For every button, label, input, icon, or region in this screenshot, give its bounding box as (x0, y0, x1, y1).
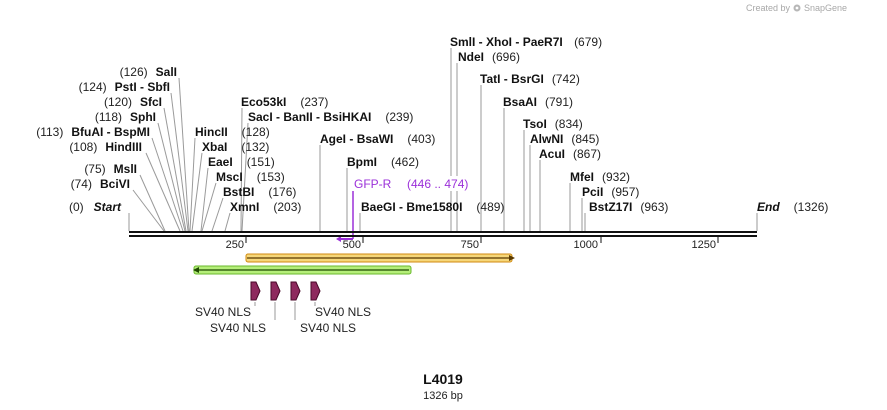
site-label[interactable]: AcuI(867) (539, 147, 601, 161)
nls-arrow-icon (310, 281, 321, 301)
site-label[interactable]: TatI - BsrGI(742) (480, 72, 580, 86)
nls-arrow-icon (290, 281, 301, 301)
ruler-tick: 1250 (692, 239, 716, 251)
site-label[interactable]: TsoI(834) (523, 117, 583, 131)
orange-feature-bar[interactable] (245, 253, 515, 263)
primer-range: (446 .. 474) (407, 177, 468, 191)
start-label[interactable]: (0)Start (69, 200, 122, 214)
nls-arrow-icon (250, 281, 261, 301)
site-label[interactable]: (74)BciVI (71, 177, 130, 191)
nls-arrow-icon (270, 281, 281, 301)
site-label[interactable]: (75)MslI (84, 162, 137, 176)
snapgene-logo-icon (793, 4, 801, 12)
site-label[interactable]: SmlI - XhoI - PaeR7I (679) (450, 35, 602, 49)
site-label[interactable]: Eco53kI(237) (241, 95, 328, 109)
site-label[interactable]: XbaI(132) (202, 140, 269, 154)
feature-label[interactable]: SV40 NLS (300, 321, 356, 335)
site-label[interactable]: EaeI(151) (208, 155, 275, 169)
site-label[interactable]: MscI(153) (216, 170, 285, 184)
site-label[interactable]: (108)HindIII (69, 140, 142, 154)
site-label[interactable]: XmnI(203) (230, 200, 301, 214)
ruler-tick: 250 (226, 239, 244, 251)
site-label[interactable]: HincII(128) (195, 125, 270, 139)
primer-label: GFP-R (354, 177, 392, 191)
sequence-length: 1326 bp (423, 390, 463, 402)
site-label[interactable]: BaeGI - Bme1580I(489) (361, 200, 504, 214)
site-label[interactable]: BpmI(462) (347, 155, 419, 169)
site-label[interactable]: BsaAI(791) (503, 95, 573, 109)
credit-text: Created by (746, 3, 791, 13)
site-label[interactable]: AgeI - BsaWI(403) (320, 132, 435, 146)
restriction-sites: SmlI - XhoI - PaeR7I (679) NdeI(696) Tat… (36, 35, 828, 214)
site-label[interactable]: BstBI(176) (223, 185, 296, 199)
ruler-tick: 500 (343, 239, 361, 251)
site-label[interactable]: NdeI(696) (458, 50, 520, 64)
sv40-nls-features: SV40 NLS SV40 NLS SV40 NLS SV40 NLS (195, 281, 371, 335)
ruler: 250 500 750 1000 1250 (226, 237, 719, 251)
site-label[interactable]: (118)SphI (95, 110, 156, 124)
site-label[interactable]: (113)BfuAI - BspMI (36, 125, 150, 139)
ruler-tick: 750 (461, 239, 479, 251)
site-label[interactable]: BstZ17I(963) (589, 200, 668, 214)
site-label[interactable]: PciI(957) (582, 185, 639, 199)
primer-gfp-r[interactable]: GFP-R (446 .. 474) (336, 176, 480, 242)
end-label[interactable]: End(1326) (757, 200, 828, 214)
site-label[interactable]: MfeI(932) (570, 170, 630, 184)
site-label[interactable]: (124)PstI - SbfI (79, 80, 170, 94)
feature-label[interactable]: SV40 NLS (210, 321, 266, 335)
brand-text: SnapGene (804, 3, 847, 13)
sequence-title: L4019 (423, 371, 463, 387)
site-leader-lines (128, 48, 758, 232)
feature-label[interactable]: SV40 NLS (315, 305, 371, 319)
site-label[interactable]: (126)SalI (120, 65, 177, 79)
sequence-backbone (129, 231, 757, 237)
site-label[interactable]: SacI - BanII - BsiHKAI(239) (248, 110, 413, 124)
site-label[interactable]: AlwNI(845) (530, 132, 599, 146)
ruler-tick: 1000 (574, 239, 598, 251)
feature-label[interactable]: SV40 NLS (195, 305, 251, 319)
site-label[interactable]: (120)SfcI (104, 95, 162, 109)
green-feature-bar[interactable] (193, 265, 412, 275)
